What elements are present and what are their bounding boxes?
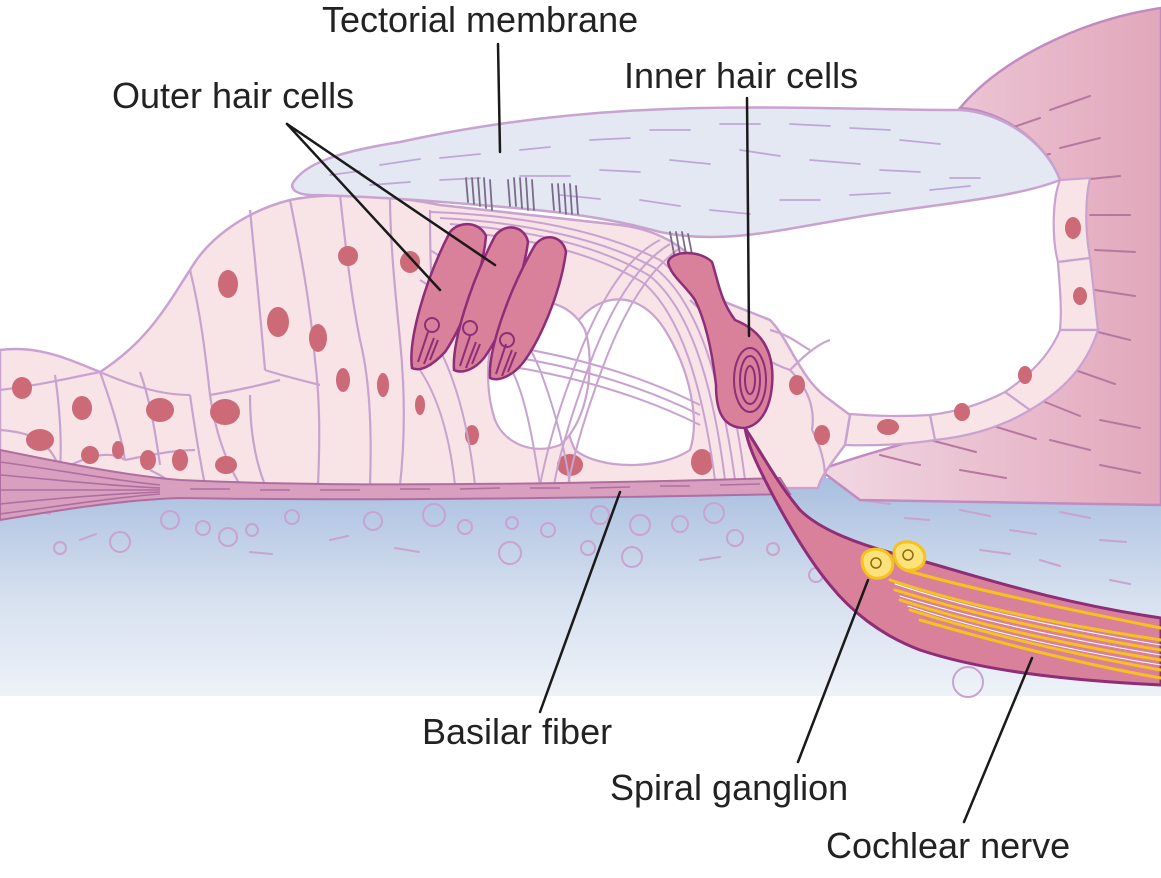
cochlear-nerve-label: Cochlear nerve — [826, 825, 1071, 866]
supporting-nuclei — [12, 246, 830, 476]
basilar-fiber-label: Basilar fiber — [422, 711, 613, 752]
inner-hair-cells-label: Inner hair cells — [624, 55, 859, 96]
tectorial-fibers — [329, 123, 981, 215]
sulcus-cells — [843, 176, 1100, 447]
spiral-ganglion-nuclei — [870, 549, 914, 569]
outer-hair-cell-nuclei — [417, 317, 517, 377]
spiral-ganglion-label: Spiral ganglion — [610, 767, 849, 808]
outer-hair-cells-label: Outer hair cells — [112, 75, 355, 116]
basilar-fibers — [0, 461, 761, 515]
sulcus-nuclei — [877, 217, 1087, 435]
tectorial-membrane-shape — [291, 106, 1062, 239]
tectorial-membrane-label: Tectorial membrane — [322, 0, 639, 40]
fluid-vesicles — [53, 502, 984, 698]
basilar-membrane — [0, 448, 792, 522]
spiral-ganglion-cells — [860, 540, 927, 580]
inner-hair-cell — [666, 251, 774, 430]
stereocilia — [465, 177, 693, 255]
inner-hair-cell-nucleus — [733, 347, 767, 413]
ganglion-fiber-highlights — [894, 583, 1161, 666]
ganglion-fibers — [888, 568, 1161, 680]
leader-lines — [285, 42, 1034, 824]
